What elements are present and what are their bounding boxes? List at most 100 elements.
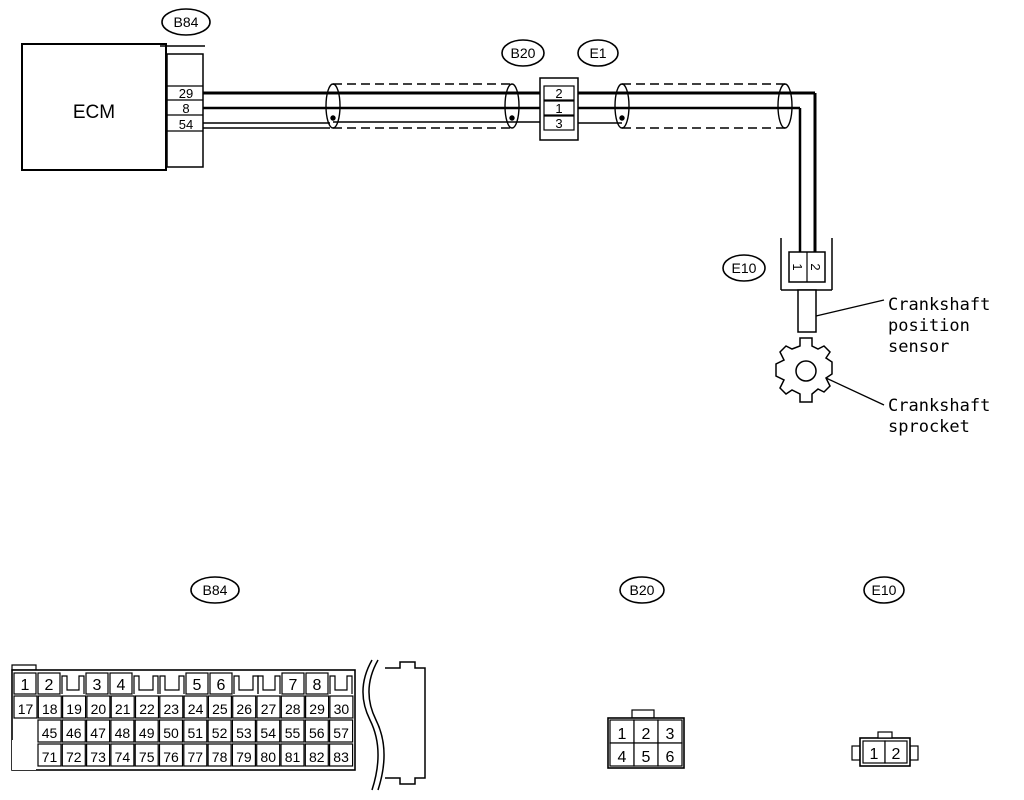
b84-pin-54: 54	[179, 117, 193, 132]
b84-pin-5-cell	[185, 672, 209, 695]
b84-pin-46-label: 46	[66, 725, 82, 741]
b84-pin-47-cell	[85, 719, 111, 743]
b84-pin-74-cell	[110, 743, 135, 767]
b84-pin-57-cell	[329, 719, 354, 743]
sprocket-label-line2: sprocket	[888, 417, 970, 437]
b20-face-pin-3-label: 3	[666, 726, 675, 743]
b84-pin-8-cell	[305, 672, 329, 695]
b84-pin-3-label: 3	[93, 677, 102, 694]
b84-pin-2-label: 2	[45, 677, 54, 694]
e1-tag: E1	[577, 39, 619, 67]
b84-pin-48-cell	[110, 719, 135, 743]
b84-pin-77-label: 77	[188, 749, 204, 765]
e10-pin-2: 2	[808, 263, 823, 270]
b84-pin-51-cell	[183, 719, 208, 743]
b84-pin-21-cell	[110, 695, 135, 719]
harness-segment-1	[203, 83, 540, 129]
b20-face-pin-6-cell	[657, 742, 683, 767]
svg-text:B84: B84	[203, 582, 228, 598]
b84-pin-30-cell	[329, 695, 354, 719]
b84-pin-56-label: 56	[309, 725, 325, 741]
b84-key-notch	[329, 675, 353, 694]
b84-pin-74-label: 74	[115, 749, 131, 765]
b84-pin-29: 29	[179, 86, 193, 101]
b84-pin-7-label: 7	[289, 677, 298, 694]
b84-pin-19-label: 19	[66, 701, 82, 717]
b84-pin-56-cell	[304, 719, 329, 743]
b84-pin-19-cell	[61, 695, 87, 719]
b20-face-pin-5-label: 5	[642, 749, 651, 766]
b84-pin-24-label: 24	[188, 701, 204, 717]
e10-face-pin-2-cell	[884, 740, 908, 764]
b84-pin-26-cell	[232, 695, 257, 719]
crankshaft-sprocket	[775, 337, 885, 406]
b84-pin-50-label: 50	[163, 725, 179, 741]
b84-pin-28-cell	[280, 695, 305, 719]
b84-pin-82-label: 82	[309, 749, 325, 765]
b84-pin-18-cell	[37, 695, 62, 719]
b20-pin-3: 3	[555, 116, 562, 131]
b84-pin-28-label: 28	[285, 701, 301, 717]
svg-text:E10: E10	[872, 582, 897, 598]
b84-pin-71-cell	[37, 743, 62, 767]
b84-pin-6-label: 6	[217, 677, 226, 694]
b84-connector: 29 8 54	[160, 45, 205, 168]
ecm-unit: ECM	[21, 43, 167, 171]
b84-pin-18-label: 18	[42, 701, 58, 717]
b84-pin-48-label: 48	[115, 725, 131, 741]
b84-pin-17-cell	[13, 695, 38, 719]
b84-pin-1-cell	[13, 672, 37, 695]
b84-pin-77-cell	[183, 743, 208, 767]
b84-pin-75-cell	[134, 743, 159, 767]
b84-pin-47-label: 47	[90, 725, 106, 741]
b84-pin-83-label: 83	[333, 749, 349, 765]
e10-face-pin-2-label: 2	[892, 746, 901, 763]
sensor-label-line2: position	[888, 316, 970, 336]
b84-pin-27-cell	[256, 695, 281, 719]
b84-tag-label: B84	[174, 14, 199, 30]
b84-pin-8: 8	[182, 101, 189, 116]
b20-tag-label: B20	[511, 45, 536, 61]
b84-pin-54-label: 54	[260, 725, 276, 741]
b84-pin-22-label: 22	[139, 701, 155, 717]
b84-pin-46-cell	[61, 719, 86, 743]
b84-tag: B84	[161, 8, 211, 36]
b20-face-pin-4-label: 4	[618, 749, 627, 766]
b84-pin-55-label: 55	[285, 725, 301, 741]
b84-pin-29-label: 29	[309, 701, 325, 717]
b84-pin-54-cell	[256, 719, 281, 743]
b20-pin-1: 1	[555, 101, 562, 116]
b84-pin-45-label: 45	[42, 725, 58, 741]
svg-text:B20: B20	[630, 582, 655, 598]
sensor-label-line3: sensor	[888, 337, 949, 357]
b84-pin-75-label: 75	[139, 749, 155, 765]
b20-pin-2: 2	[555, 86, 562, 101]
b84-pin-49-label: 49	[139, 725, 155, 741]
b84-pin-25-cell	[207, 695, 232, 719]
b84-pin-73-cell	[85, 743, 111, 767]
b84-pin-27-label: 27	[261, 701, 277, 717]
b84-pin-23-cell	[159, 695, 184, 719]
e10-face-pin-1-label: 1	[870, 746, 879, 763]
b84-key-notch	[133, 675, 159, 694]
b84-pin-73-label: 73	[90, 749, 106, 765]
b84-pin-24-cell	[183, 695, 208, 719]
b84-key-notch	[61, 675, 85, 694]
crankshaft-position-sensor	[797, 289, 885, 333]
ecm-label: ECM	[73, 102, 115, 123]
b20-face-pin-6-label: 6	[666, 749, 675, 766]
b20-face-pin-2-label: 2	[642, 726, 651, 743]
b84-pin-6-cell	[209, 672, 233, 695]
e10-pin-1: 1	[790, 263, 805, 270]
b20-e1-connector: 2 1 3	[539, 77, 579, 141]
b84-pin-20-label: 20	[91, 701, 107, 717]
b84-pin-1-label: 1	[21, 677, 30, 694]
b84-pin-20-cell	[86, 695, 111, 719]
b84-pin-51-label: 51	[188, 725, 204, 741]
b84-pin-22-cell	[134, 695, 160, 719]
b84-pin-78-label: 78	[212, 749, 228, 765]
b84-pin-53-cell	[231, 719, 256, 743]
